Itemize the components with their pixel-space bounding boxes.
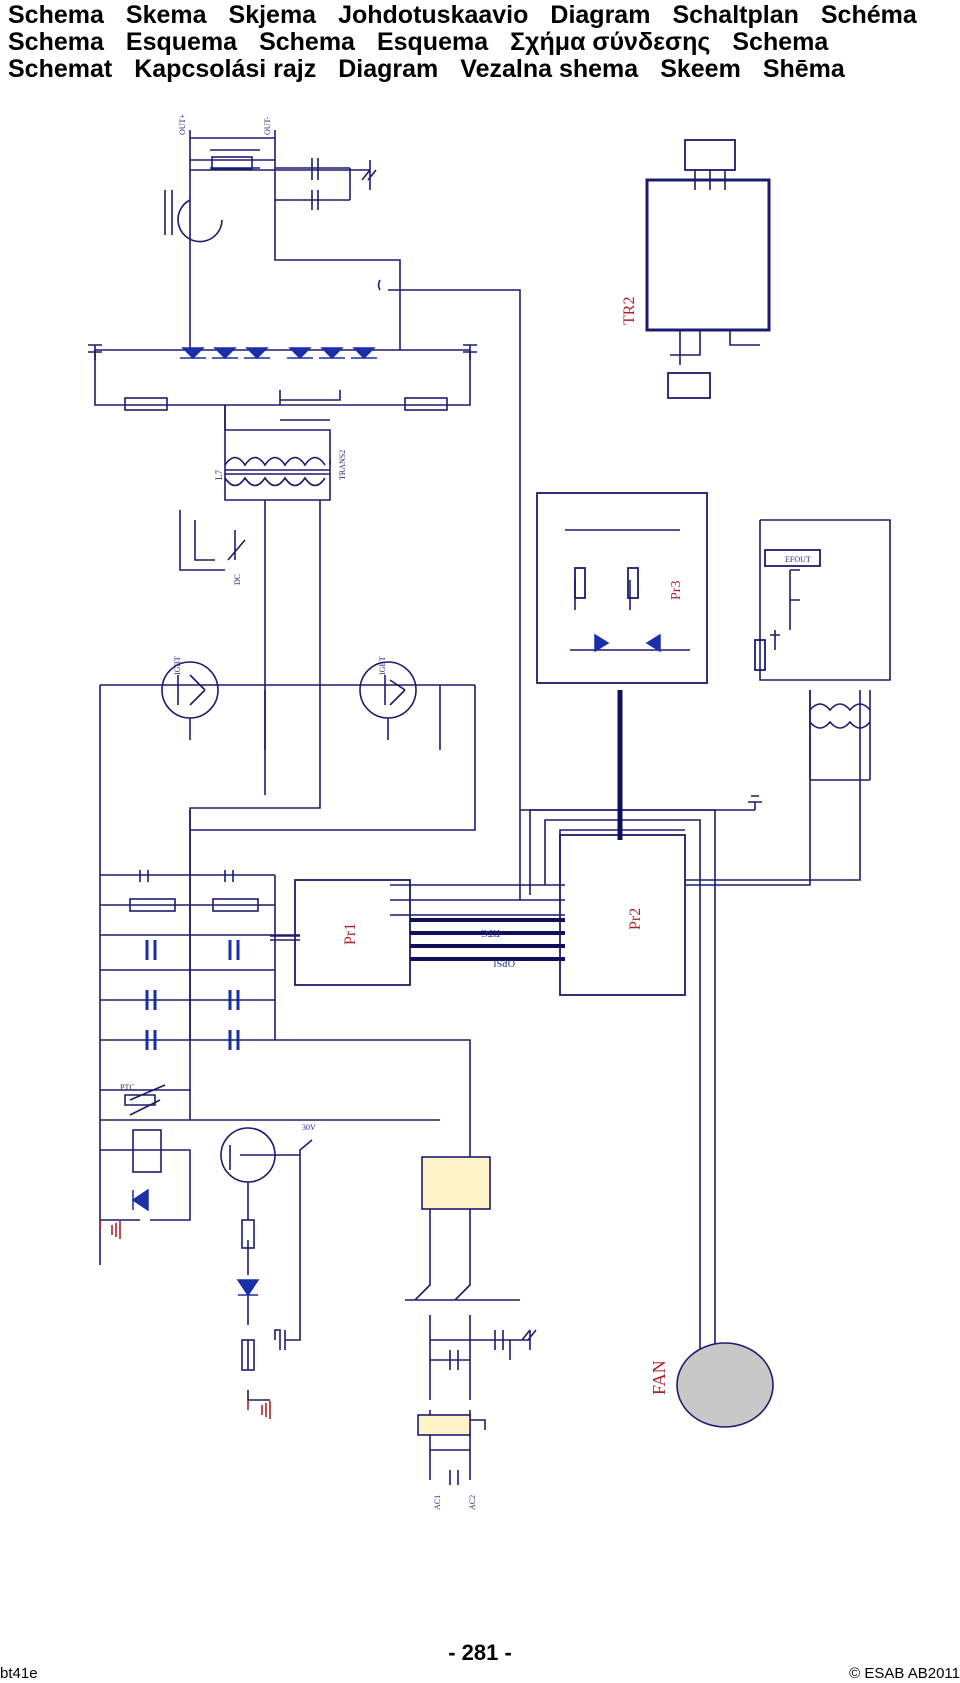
ac2-label: AC2 xyxy=(468,1495,477,1510)
header-word: Skjema xyxy=(228,1,317,29)
header-word: Diagram xyxy=(550,1,651,29)
wiring-diagram: TR2 FAN Pr1 Pr2 Pr3 L7 TRANS2 DC IGBT IG… xyxy=(88,114,891,1510)
header-word: Diagram xyxy=(338,55,439,83)
header-word: Esquema xyxy=(376,28,489,56)
header-word: Schema xyxy=(732,28,829,56)
header-word: Shēma xyxy=(762,55,845,83)
header-word: Esquema xyxy=(125,28,238,56)
header-word: Σχήμα σύνδεσης xyxy=(510,28,711,56)
header-word: Vezalna shema xyxy=(460,55,639,83)
pr3-label: Pr3 xyxy=(669,581,684,600)
header-word: Kapcsolási rajz xyxy=(134,55,317,83)
pr2-label: Pr2 xyxy=(627,908,644,930)
pr1-label: Pr1 xyxy=(342,923,359,945)
header-word: Schema xyxy=(259,28,355,56)
header-word: Schema xyxy=(8,1,104,29)
igbt1-label: IGBT xyxy=(173,656,182,675)
trans-label: TRANS2 xyxy=(338,450,347,480)
header-word: Schemat xyxy=(8,55,113,83)
ptc-label: PTC xyxy=(120,1083,135,1092)
tr2-label: TR2 xyxy=(621,297,638,325)
efout-label: EFOUT xyxy=(785,555,811,564)
header-line-2: Schema Esquema Schema Esquema Σχήμα σύνδεσης… xyxy=(8,27,850,57)
header-word: Skema xyxy=(125,1,207,29)
header-word: Schéma xyxy=(820,1,917,29)
header-word: Johdotuskaavio xyxy=(338,1,529,29)
page-number: - 281 - xyxy=(448,1640,512,1665)
header-line-3: Schemat Kapcsolási rajz Diagram Vezalna she… xyxy=(8,54,867,84)
out2-label: OUT- xyxy=(263,116,272,135)
header-word: Schema xyxy=(8,28,104,56)
igbt2-label: IGBT xyxy=(378,656,387,675)
signal-bus2-label: OPSI xyxy=(493,957,515,968)
header-word: Skeem xyxy=(660,55,741,83)
header-word: Schaltplan xyxy=(672,1,799,29)
signal-bus-label: RTC xyxy=(481,927,500,938)
footer-right: © ESAB AB2011 xyxy=(849,1665,960,1682)
l7-label: L7 xyxy=(214,470,224,480)
v30-label: 30V xyxy=(302,1123,316,1132)
dc-label: DC xyxy=(233,574,242,585)
header-line-1: Schema Skema Skjema Johdotuskaavio Diagram Sc… xyxy=(8,0,939,30)
fan-label: FAN xyxy=(649,1360,669,1395)
ac1-label: AC1 xyxy=(433,1495,442,1510)
footer-left: bt41e xyxy=(0,1665,38,1682)
out1-label: OUT+ xyxy=(178,114,187,135)
